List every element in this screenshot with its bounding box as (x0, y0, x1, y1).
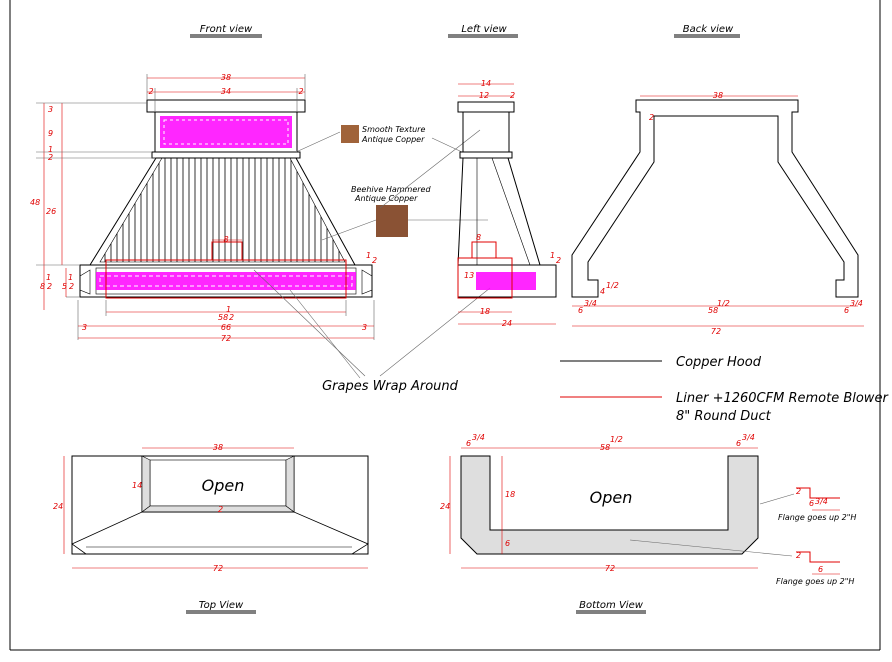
svg-text:3/4: 3/4 (472, 433, 485, 442)
dim-top-width: 38 (221, 73, 231, 82)
svg-text:66: 66 (221, 323, 231, 332)
svg-text:5: 5 (62, 282, 67, 291)
svg-text:8: 8 (40, 282, 45, 291)
svg-text:26: 26 (46, 207, 56, 216)
smooth-copper-swatch (341, 125, 359, 143)
back-view: 38 2 6 3/4 58 1/2 6 3/4 72 4 1/2 (571, 91, 864, 336)
svg-text:14: 14 (481, 79, 491, 88)
svg-text:14: 14 (132, 481, 142, 490)
svg-text:58: 58 (218, 313, 228, 322)
flange-detail-2 (796, 551, 840, 563)
bottom-view-title: Bottom View (579, 600, 644, 611)
dim-total-height: 48 (30, 198, 40, 207)
svg-text:6: 6 (736, 439, 741, 448)
svg-text:2: 2 (47, 282, 52, 291)
svg-text:2: 2 (510, 91, 515, 100)
svg-text:2: 2 (218, 505, 223, 514)
svg-text:2: 2 (229, 313, 234, 322)
flange-note-1: Flange goes up 2"H (778, 513, 856, 522)
svg-text:Antique Copper: Antique Copper (361, 135, 425, 144)
svg-text:1: 1 (46, 273, 51, 282)
svg-text:72: 72 (213, 564, 223, 573)
smooth-texture-label: Smooth Texture (362, 125, 425, 134)
front-view-title: Front view (200, 24, 253, 35)
svg-text:3: 3 (82, 323, 87, 332)
svg-text:Antique Copper: Antique Copper (354, 194, 418, 203)
svg-text:2: 2 (372, 256, 377, 265)
front-view: 38 2 34 2 3 9 1 2 48 26 1 8 2 1 5 2 8 1 … (30, 73, 377, 343)
svg-text:1: 1 (366, 251, 371, 260)
beehive-copper-swatch (376, 205, 408, 237)
flange-detail-1 (796, 487, 840, 499)
svg-text:9: 9 (48, 129, 53, 138)
back-view-title: Back view (683, 24, 734, 35)
flange-note-2: Flange goes up 2"H (776, 577, 854, 586)
duct-outline-front (211, 241, 243, 261)
svg-text:1/2: 1/2 (717, 299, 730, 308)
beehive-label: Beehive Hammered (351, 185, 431, 194)
legend-hood: Copper Hood (676, 355, 762, 370)
svg-text:1: 1 (226, 305, 231, 314)
legend-liner: Liner +1260CFM Remote Blower (676, 391, 889, 406)
svg-text:1: 1 (48, 145, 53, 154)
svg-text:6: 6 (578, 306, 583, 315)
top-view-title: Top View (199, 600, 244, 611)
svg-text:18: 18 (480, 307, 490, 316)
svg-text:3/4: 3/4 (742, 433, 755, 442)
svg-text:3/4: 3/4 (815, 497, 828, 506)
svg-text:2: 2 (649, 113, 654, 122)
svg-text:3/4: 3/4 (850, 299, 863, 308)
svg-text:2: 2 (556, 256, 561, 265)
open-top-label: Open (202, 476, 245, 495)
svg-text:8: 8 (476, 233, 481, 242)
svg-text:24: 24 (502, 319, 512, 328)
bottom-view: Open 6 3/4 58 1/2 6 3/4 24 18 6 72 2 6 3… (440, 433, 856, 586)
svg-text:24: 24 (440, 502, 450, 511)
svg-text:8: 8 (223, 235, 228, 244)
svg-text:12: 12 (479, 91, 489, 100)
svg-text:18: 18 (505, 490, 515, 499)
svg-text:72: 72 (605, 564, 615, 573)
svg-text:4: 4 (600, 287, 605, 296)
svg-text:6: 6 (809, 499, 814, 508)
svg-text:34: 34 (221, 87, 231, 96)
svg-text:2: 2 (148, 87, 153, 96)
svg-text:2: 2 (48, 153, 53, 162)
left-view: 14 12 2 8 13 1 2 18 24 (457, 79, 561, 328)
svg-text:2: 2 (796, 551, 801, 560)
svg-text:58: 58 (600, 443, 610, 452)
svg-text:3/4: 3/4 (584, 299, 597, 308)
svg-text:2: 2 (796, 487, 801, 496)
left-view-title: Left view (461, 24, 507, 35)
svg-text:6: 6 (505, 539, 510, 548)
svg-text:58: 58 (708, 306, 718, 315)
svg-text:72: 72 (711, 327, 721, 336)
svg-text:38: 38 (713, 91, 723, 100)
svg-text:1/2: 1/2 (610, 435, 623, 444)
svg-text:1: 1 (550, 251, 555, 260)
svg-text:6: 6 (818, 565, 823, 574)
svg-text:38: 38 (213, 443, 223, 452)
dim-overall-width: 72 (221, 334, 231, 343)
svg-text:3: 3 (48, 105, 53, 114)
svg-text:1/2: 1/2 (606, 281, 619, 290)
svg-text:24: 24 (53, 502, 63, 511)
grapes-callout: Grapes Wrap Around (322, 379, 459, 394)
top-view: Open 38 24 14 2 72 (53, 443, 369, 573)
svg-text:2: 2 (298, 87, 303, 96)
svg-text:1: 1 (68, 273, 73, 282)
svg-text:6: 6 (844, 306, 849, 315)
grapes-ornament-band (96, 272, 356, 290)
grapes-ornament-top (160, 116, 292, 148)
open-bottom-label: Open (590, 488, 633, 507)
svg-text:8" Round Duct: 8" Round Duct (676, 409, 772, 424)
svg-text:3: 3 (362, 323, 367, 332)
svg-text:6: 6 (466, 439, 471, 448)
svg-text:2: 2 (69, 282, 74, 291)
svg-text:13: 13 (464, 271, 474, 280)
